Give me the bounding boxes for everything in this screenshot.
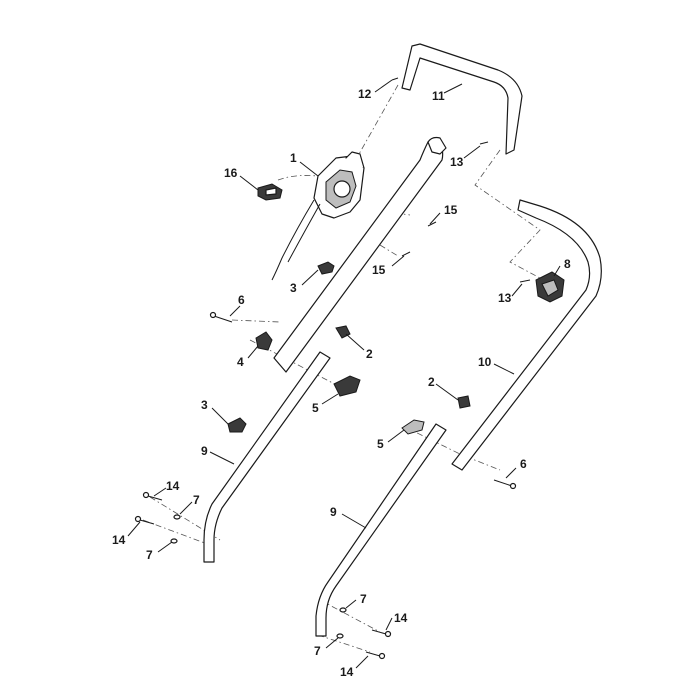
callout-15-lower: 15 <box>372 263 386 277</box>
callout-4: 4 <box>237 355 244 369</box>
callout-13-right: 13 <box>498 291 512 305</box>
small-screws <box>391 77 531 283</box>
bracket-4 <box>255 331 273 351</box>
knob-left-5 <box>333 375 361 397</box>
callout-7-right-top: 7 <box>360 592 367 606</box>
callout-3-upper: 3 <box>290 281 297 295</box>
callout-labels: 1 16 12 11 13 15 15 3 8 13 6 4 2 5 3 9 1… <box>112 87 571 679</box>
knob-right-5 <box>401 419 425 435</box>
callout-10: 10 <box>478 355 492 369</box>
callout-6-left: 6 <box>238 293 245 307</box>
upper-left-tube <box>273 136 447 373</box>
callout-6-right: 6 <box>520 457 527 471</box>
callout-16: 16 <box>224 166 238 180</box>
bolt-left-6 <box>209 311 233 323</box>
bolt-right-6 <box>493 479 517 490</box>
callout-2-right: 2 <box>428 375 435 389</box>
callout-15-upper: 15 <box>444 203 458 217</box>
clip-upper <box>317 261 335 275</box>
control-box <box>271 151 365 281</box>
clip-lower <box>227 417 247 433</box>
fasteners-left <box>134 491 181 544</box>
callout-7-left-top: 7 <box>193 493 200 507</box>
callout-8: 8 <box>564 257 571 271</box>
callout-14-right-bottom: 14 <box>340 665 354 679</box>
callout-14-left-bottom: 14 <box>112 533 126 547</box>
callout-2-left: 2 <box>366 347 373 361</box>
top-handle-bar <box>401 43 523 155</box>
lower-tube-right <box>315 423 447 637</box>
brake-lever <box>257 183 283 201</box>
callout-14-right-top: 14 <box>394 611 408 625</box>
callout-leaders <box>127 79 561 669</box>
bushing-right-2 <box>457 395 471 409</box>
callout-11: 11 <box>432 89 445 103</box>
callout-7-right-bottom: 7 <box>314 644 321 658</box>
callout-12: 12 <box>358 87 372 101</box>
cable-clip-8 <box>535 271 565 303</box>
callout-13-top: 13 <box>450 155 464 169</box>
callout-9-right: 9 <box>330 505 337 519</box>
right-upper-handle <box>451 199 602 471</box>
callout-3-lower: 3 <box>201 398 208 412</box>
callout-1: 1 <box>290 151 297 165</box>
fasteners-right <box>336 607 392 660</box>
callout-7-left-bottom: 7 <box>146 548 153 562</box>
lower-tube-left <box>203 351 331 563</box>
callout-9-left: 9 <box>201 444 208 458</box>
callout-5-right: 5 <box>377 437 384 451</box>
callout-14-left-top: 14 <box>166 479 180 493</box>
callout-5-left: 5 <box>312 401 319 415</box>
